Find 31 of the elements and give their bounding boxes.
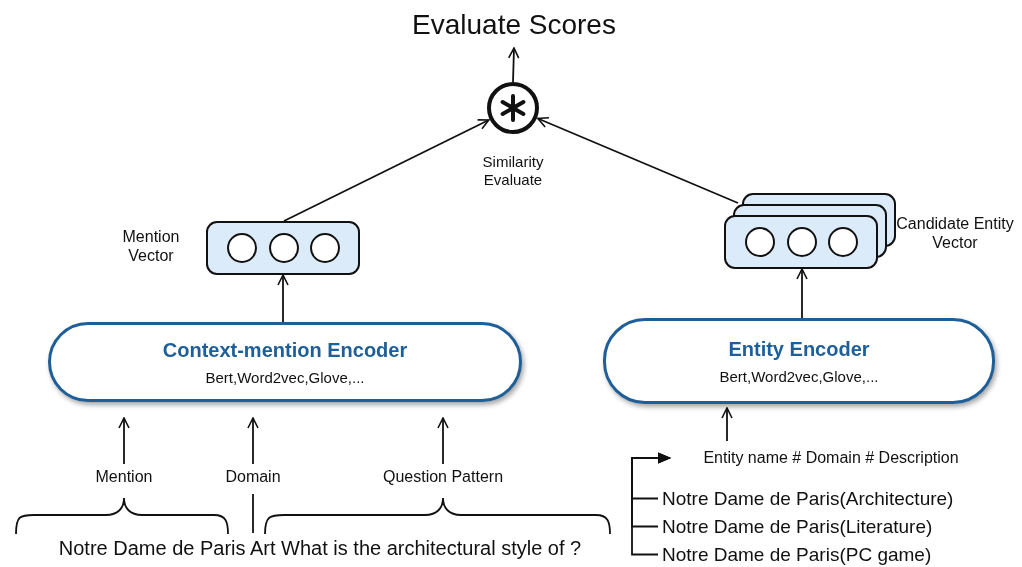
input-label: Domain bbox=[218, 466, 288, 488]
title-text: Evaluate Scores bbox=[396, 6, 632, 44]
candidate-entity-text: Notre Dame de Paris(PC game) bbox=[662, 542, 1018, 567]
encoder-title: Entity Encoder bbox=[728, 337, 870, 362]
encoder-box bbox=[48, 322, 522, 402]
encoder-box bbox=[603, 318, 995, 404]
vector-stack-drawing bbox=[724, 193, 896, 269]
encoder-title: Context-mention Encoder bbox=[162, 338, 408, 363]
candidate-entity-text: Notre Dame de Paris(Architecture) bbox=[662, 486, 1018, 511]
asterisk-circle-icon bbox=[487, 82, 539, 134]
model-list-text: Bert,Word2vec,Glove,... bbox=[719, 368, 879, 385]
model-list-text: Bert,Word2vec,Glove,... bbox=[205, 369, 365, 386]
input-label: Mention bbox=[84, 466, 164, 488]
entity-format-text: Entity name # Domain # Description bbox=[676, 447, 986, 469]
arrow bbox=[507, 47, 520, 83]
arrow bbox=[437, 417, 449, 465]
input-label: Question Pattern bbox=[368, 466, 518, 488]
caption-text: Mention Vector bbox=[121, 227, 181, 266]
arrow bbox=[796, 268, 808, 319]
question-sentence: Notre Dame de Paris Art What is the architectural style of ? bbox=[57, 536, 583, 560]
arrow bbox=[721, 407, 733, 442]
caption-text: Candidate Entity Vector bbox=[895, 214, 1015, 253]
candidate-entity-text: Notre Dame de Paris(Literature) bbox=[662, 514, 1018, 539]
arrow bbox=[277, 274, 289, 323]
arrow bbox=[283, 119, 490, 222]
vector-drawing bbox=[206, 221, 360, 275]
arrow bbox=[631, 452, 672, 556]
arrow bbox=[247, 417, 259, 465]
caption-text: Similarity Evaluate bbox=[481, 153, 545, 189]
arrow bbox=[536, 117, 739, 204]
arrow bbox=[118, 417, 130, 465]
